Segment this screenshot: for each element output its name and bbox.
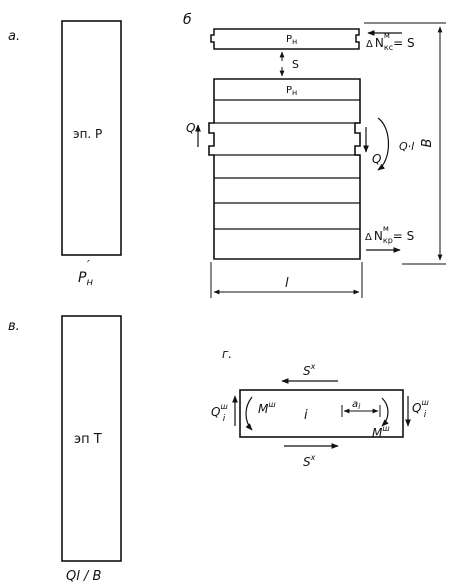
p-top-label: Pн bbox=[286, 34, 297, 46]
panel-v-label: в. bbox=[8, 319, 20, 334]
center-label: i bbox=[304, 408, 308, 423]
panel-g-label: г. bbox=[222, 347, 232, 361]
panel-a: а. эп. P Pн′ bbox=[8, 20, 122, 288]
dim-height bbox=[364, 22, 446, 265]
dim-height-label: В bbox=[420, 138, 435, 147]
m-left-arc bbox=[245, 396, 253, 431]
dim-width bbox=[210, 262, 363, 298]
m-left-label: Mш bbox=[258, 400, 276, 416]
s-bottom-label: Sх bbox=[303, 453, 316, 469]
moment-label: Q·l bbox=[399, 140, 414, 153]
moment-arc bbox=[377, 117, 389, 171]
panel-v-bottom-label: Ql / B bbox=[66, 569, 101, 584]
diagram-p-label: эп. P bbox=[73, 127, 102, 141]
diagram-p-rect bbox=[61, 20, 122, 256]
m-right-label: Mш bbox=[372, 424, 390, 440]
q-left-label: Q bbox=[186, 121, 195, 135]
panel-b-label: б bbox=[183, 12, 192, 28]
dim-width-label: l bbox=[285, 276, 289, 291]
diagram-t-rect bbox=[61, 315, 122, 562]
diagram-t-label: эп T bbox=[74, 432, 102, 447]
panel-a-bottom-label: Pн′ bbox=[78, 258, 93, 288]
panel-v: в. эп T Ql / B bbox=[8, 315, 122, 584]
dim-a-label: ai bbox=[352, 399, 361, 411]
m-right-arc bbox=[381, 397, 389, 427]
main-stack bbox=[208, 78, 361, 260]
top-slab bbox=[210, 28, 360, 50]
element-rect bbox=[239, 389, 404, 438]
q-right-label: Q bbox=[372, 152, 381, 166]
s-top-label: Sх bbox=[303, 362, 316, 378]
panel-a-label: а. bbox=[8, 29, 20, 44]
layer-lines bbox=[214, 99, 360, 230]
p-bottom-label: Pн bbox=[286, 85, 297, 97]
panel-b: б Pн S Pн Q Q Q·l bbox=[183, 12, 446, 298]
s-label: S bbox=[292, 58, 299, 71]
